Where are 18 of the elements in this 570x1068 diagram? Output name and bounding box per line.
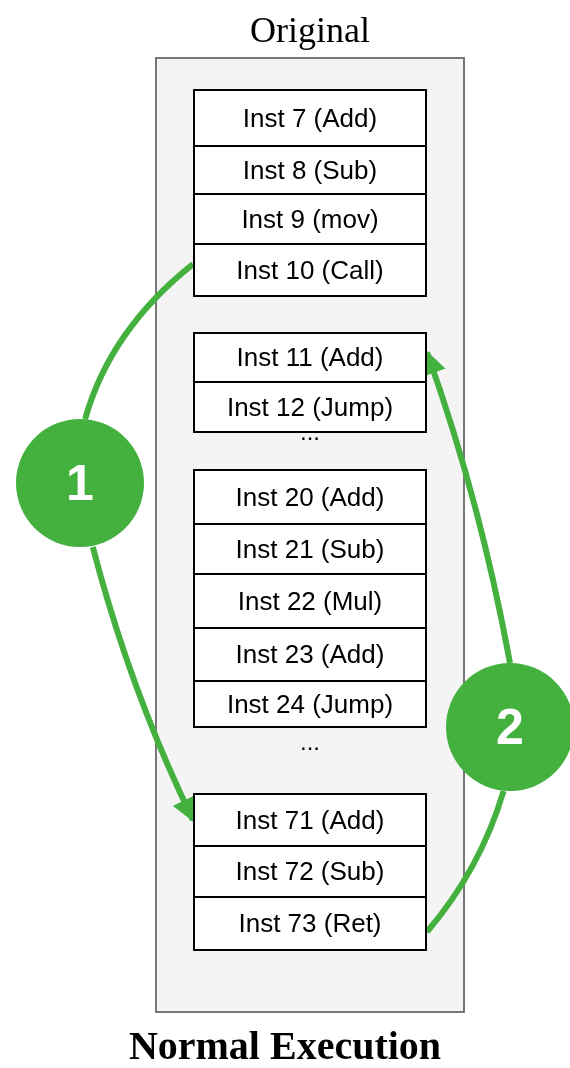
instruction-row: Inst 11 (Add) (193, 332, 427, 383)
instruction-row: Inst 73 (Ret) (193, 896, 427, 951)
instruction-row: Inst 20 (Add) (193, 469, 427, 525)
instruction-row: Inst 24 (Jump) (193, 680, 427, 728)
step-circle: 1 (16, 419, 144, 547)
step-circle: 2 (446, 663, 570, 791)
instruction-row: Inst 22 (Mul) (193, 573, 427, 629)
instruction-row: Inst 21 (Sub) (193, 523, 427, 575)
instruction-row: Inst 72 (Sub) (193, 845, 427, 898)
instruction-row: Inst 23 (Add) (193, 627, 427, 682)
instruction-row: Inst 7 (Add) (193, 89, 427, 147)
instruction-row: Inst 71 (Add) (193, 793, 427, 847)
panel-title: Original (249, 9, 371, 51)
instruction-row: Inst 9 (mov) (193, 193, 427, 245)
instruction-row: Inst 10 (Call) (193, 243, 427, 297)
instruction-row: Inst 8 (Sub) (193, 145, 427, 195)
ellipsis: ... (300, 728, 320, 756)
caption: Normal Execution (127, 1022, 443, 1068)
